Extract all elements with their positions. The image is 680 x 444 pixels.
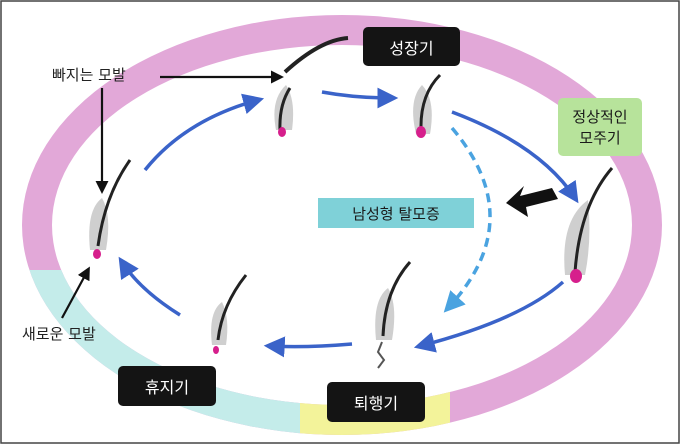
follicle-anagen-top [413, 73, 442, 138]
new-hair-label: 새로운 모발 [22, 325, 96, 343]
arrow-bottom [263, 336, 353, 358]
pointer-lines [61, 70, 284, 319]
normal-cycle-line1: 정상적인 [572, 108, 628, 126]
regression-phase-label: 퇴행기 [327, 382, 425, 422]
new-hair-pointer [61, 266, 90, 319]
follicle-bulb [416, 126, 426, 138]
regression-phase-text: 퇴행기 [353, 394, 399, 413]
cycle-arrows [118, 87, 579, 358]
normal-cycle-line2: 모주기 [579, 129, 621, 147]
arrow-top-left [143, 93, 265, 172]
rest-phase-text: 휴지기 [144, 378, 190, 397]
androgenic-alopecia-text: 남성형 탈모증 [352, 204, 440, 223]
growth-phase-label: 성장기 [363, 27, 460, 66]
growth-phase-text: 성장기 [389, 38, 434, 58]
follicle-anagen-full [564, 167, 614, 283]
follicle-bulb [93, 249, 101, 259]
follicle-catagen [375, 261, 412, 369]
follicle-bulb [570, 269, 582, 283]
arrow-top [321, 87, 399, 109]
arrow-right-lower [413, 280, 565, 353]
follicle-bulb [278, 127, 286, 137]
rest-phase-label: 휴지기 [118, 366, 216, 406]
normal-cycle-label: 정상적인 모주기 [558, 98, 642, 156]
androgenic-alopecia-label: 남성형 탈모증 [318, 198, 474, 228]
follicles [89, 36, 614, 369]
alopecia-pointer-arrow [506, 186, 558, 217]
regression-phase-band [300, 300, 450, 435]
rest-phase-band [22, 270, 300, 435]
follicle-bulb [213, 346, 219, 354]
falling-hair-label: 빠지는 모발 [52, 66, 126, 84]
arrow-top-right [451, 110, 579, 204]
arrow-androgenic-dashed [443, 126, 492, 313]
follicle-telogen [211, 274, 248, 354]
arrow-bottom-left [118, 256, 181, 317]
follicle-early-anagen [274, 36, 349, 137]
follicle-new-hair [89, 159, 132, 259]
